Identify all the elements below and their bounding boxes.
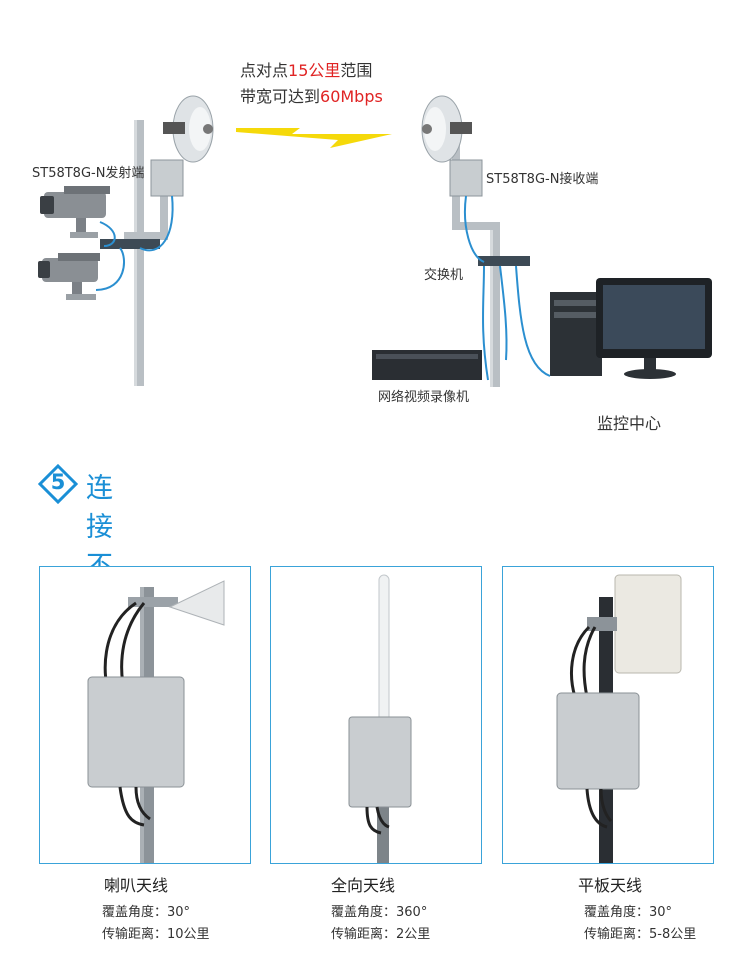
antenna-coverage-panel: 覆盖角度：30° — [584, 905, 673, 920]
antenna-card-omni — [270, 566, 482, 864]
left-pole-arm — [124, 232, 166, 240]
omni-rod-icon — [378, 574, 390, 726]
receiver-label: ST58T8G-N接收端 — [486, 172, 599, 187]
left-switch — [100, 239, 160, 249]
antenna-coverage-horn: 覆盖角度：30° — [102, 905, 191, 920]
right-radio-unit — [449, 159, 483, 197]
transmitter-label: ST58T8G-N发射端 — [32, 166, 145, 181]
headline: 点对点15公里范围 带宽可达到60Mbps — [240, 58, 383, 110]
nvr-label: 网络视频录像机 — [378, 390, 470, 405]
antenna-distance-omni: 传输距离：2公里 — [331, 927, 431, 942]
headline-bandwidth-highlight: 60Mbps — [320, 87, 383, 106]
headline-line-1-prefix: 点对点 — [240, 61, 289, 80]
headline-line-1: 点对点15公里范围 — [240, 58, 383, 84]
network-diagram: 点对点15公里范围 带宽可达到60Mbps ST58T8G-N发射端 ST58T… — [0, 0, 750, 440]
horn-antenna-image — [87, 580, 225, 863]
omni-radio-unit — [348, 716, 412, 808]
headline-line-1-suffix: 范围 — [340, 61, 373, 80]
antenna-coverage-omni: 覆盖角度：360° — [331, 905, 428, 920]
section-number-badge-icon — [38, 464, 78, 504]
right-pole-arm — [452, 222, 500, 230]
section-number: 5 — [50, 470, 66, 494]
panel-radio-unit — [556, 692, 640, 790]
panel-icon — [614, 574, 682, 674]
monitor-center-label: 监控中心 — [597, 414, 662, 433]
right-switch — [478, 256, 530, 266]
switch-label: 交换机 — [424, 268, 464, 283]
headline-line-2: 带宽可达到60Mbps — [240, 84, 383, 110]
right-dish-antenna-icon — [421, 95, 472, 163]
camera-icon-2 — [38, 253, 100, 300]
headline-range-highlight: 15公里 — [288, 61, 341, 80]
antenna-card-horn — [39, 566, 251, 864]
right-pole — [490, 225, 500, 387]
antenna-name-horn: 喇叭天线 — [104, 876, 169, 895]
headline-line-2-prefix: 带宽可达到 — [240, 87, 321, 106]
antenna-distance-horn: 传输距离：10公里 — [102, 927, 210, 942]
omni-antenna-image — [348, 574, 412, 863]
horn-radio-unit — [87, 676, 185, 788]
camera-icon-1 — [40, 186, 110, 238]
antenna-card-panel — [502, 566, 714, 864]
antenna-name-omni: 全向天线 — [331, 876, 396, 895]
horn-icon — [168, 580, 225, 626]
diagram-graphics — [38, 95, 712, 387]
antenna-distance-panel: 传输距离：5-8公里 — [584, 927, 697, 942]
left-dish-antenna-icon — [163, 95, 214, 163]
panel-antenna-image — [556, 574, 682, 863]
wireless-link-icon — [236, 128, 392, 148]
computer-icon — [550, 278, 712, 379]
antenna-name-panel: 平板天线 — [578, 876, 643, 895]
left-pole — [134, 120, 144, 386]
left-radio-unit — [150, 159, 184, 197]
